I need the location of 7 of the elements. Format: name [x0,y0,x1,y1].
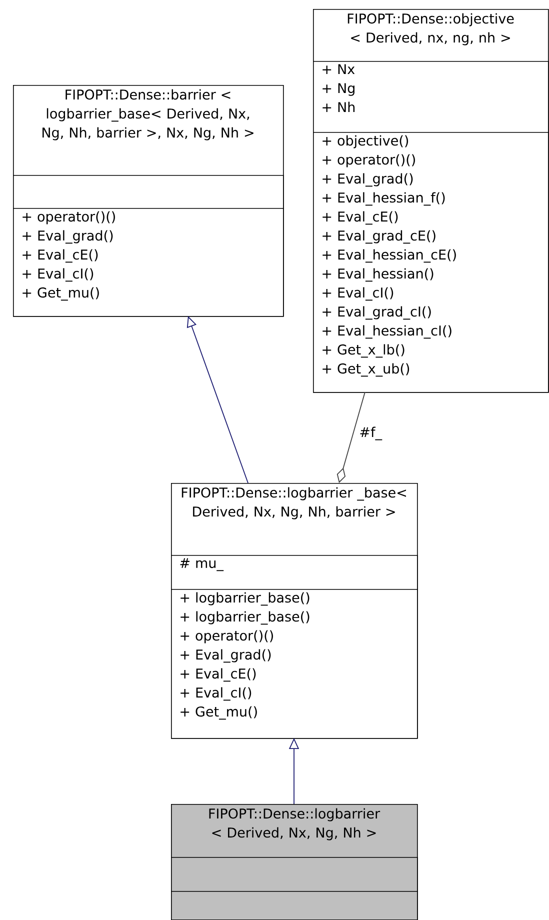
arrow [336,392,366,483]
empty-compartment [13,175,284,209]
empty-compartment [171,857,418,892]
edge-label: #f_ [360,426,382,440]
member-list: # mu_ [171,555,418,590]
empty-compartment [171,891,418,920]
member-list: + Nx + Ng + Nh [313,61,549,133]
